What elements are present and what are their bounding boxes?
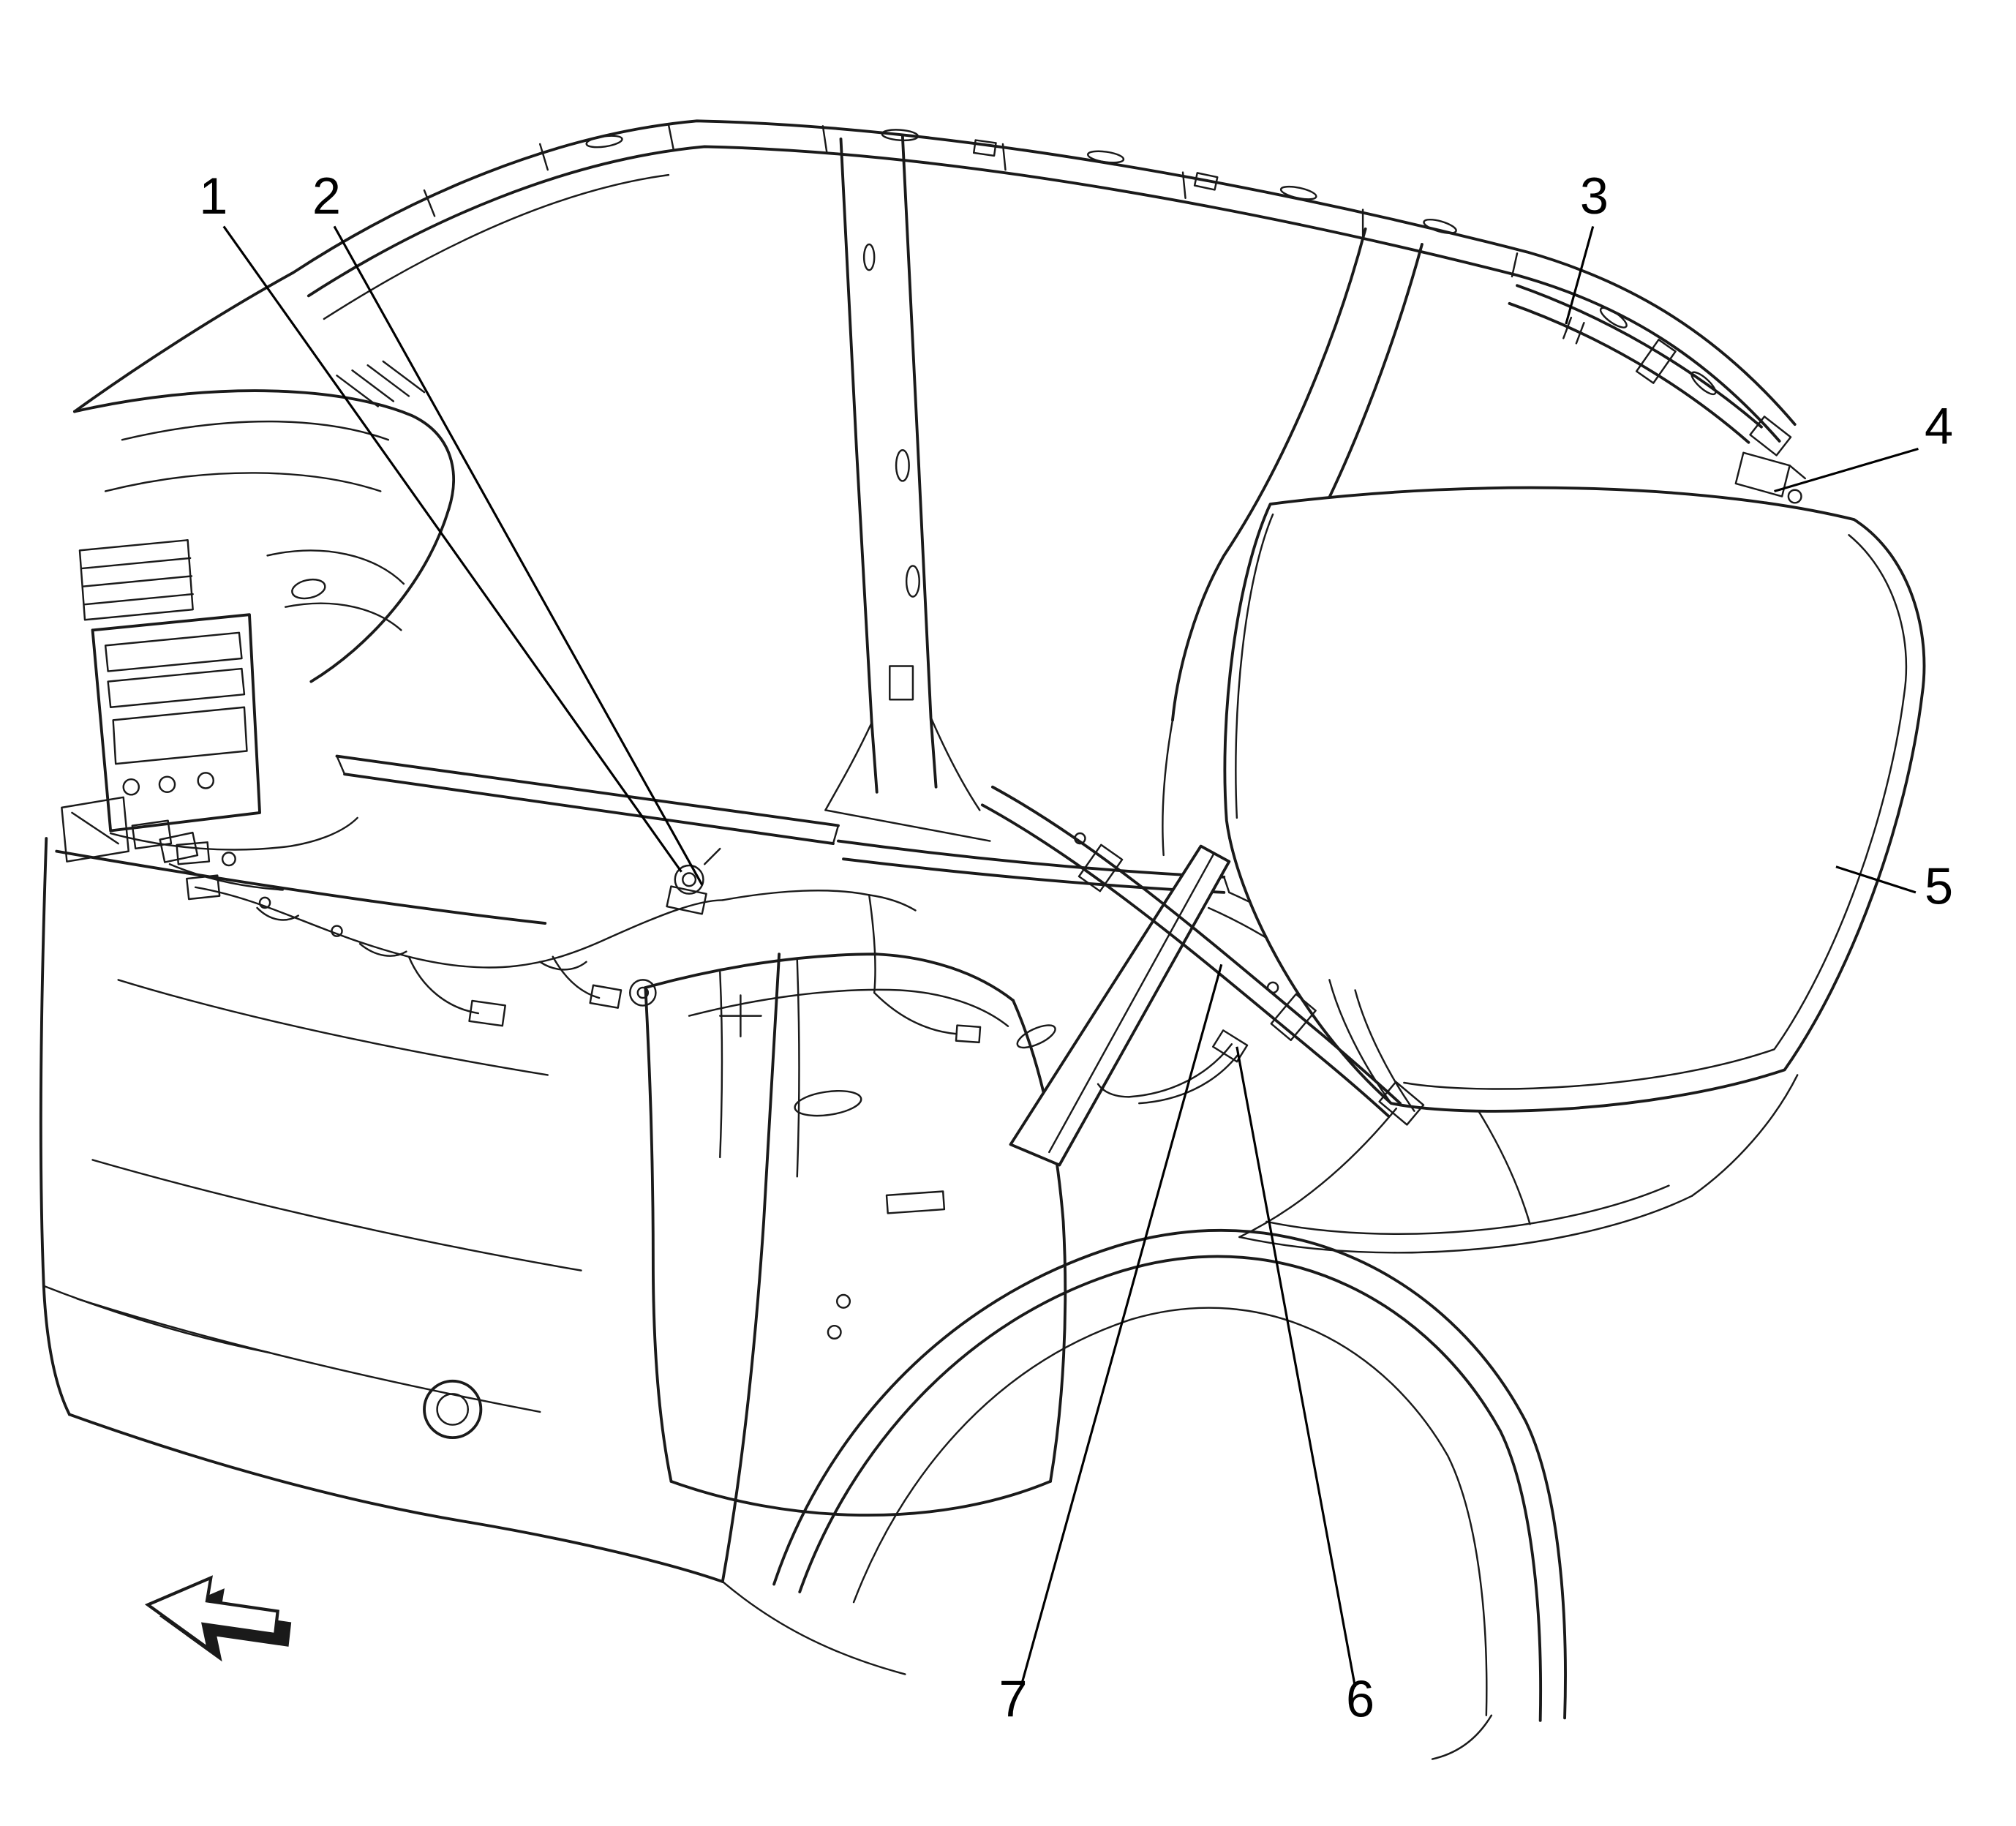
callout-leader-2 <box>333 225 704 886</box>
roof-rail-airbag-module <box>1508 284 1806 504</box>
seat-side-bracket-panel <box>1009 844 1231 1167</box>
callout-label-6: 6 <box>1346 1670 1374 1728</box>
callout-label-3: 3 <box>1580 167 1609 225</box>
door-sill <box>335 754 1230 894</box>
callout-leader-7 <box>1020 963 1223 1688</box>
callout-leader-5 <box>1835 865 1917 894</box>
center-tunnel <box>644 953 1067 1517</box>
callout-leader-1 <box>222 225 682 873</box>
rear-glass <box>1223 486 1926 1113</box>
callout-leader-6 <box>1235 1046 1357 1688</box>
callout-labels: 1 2 3 4 5 7 6 <box>199 167 1953 1728</box>
dashboard <box>61 271 455 891</box>
floor-pan <box>40 831 982 1583</box>
b-pillar <box>824 135 991 842</box>
callout-label-4: 4 <box>1925 397 1953 454</box>
callout-label-7: 7 <box>998 1670 1027 1728</box>
callout-label-2: 2 <box>312 167 341 225</box>
rear-shelf <box>1238 1074 1799 1254</box>
direction-arrow-icon <box>144 1575 292 1662</box>
wheel-house <box>721 1228 1567 1760</box>
roof-rail <box>291 119 1797 443</box>
callout-leader-3 <box>1565 225 1595 325</box>
side-impact-tube <box>980 785 1425 1126</box>
callout-leader-4 <box>1774 447 1919 493</box>
callout-label-5: 5 <box>1925 857 1953 915</box>
callout-label-1: 1 <box>199 167 227 225</box>
callout-leaders <box>222 225 1919 1688</box>
